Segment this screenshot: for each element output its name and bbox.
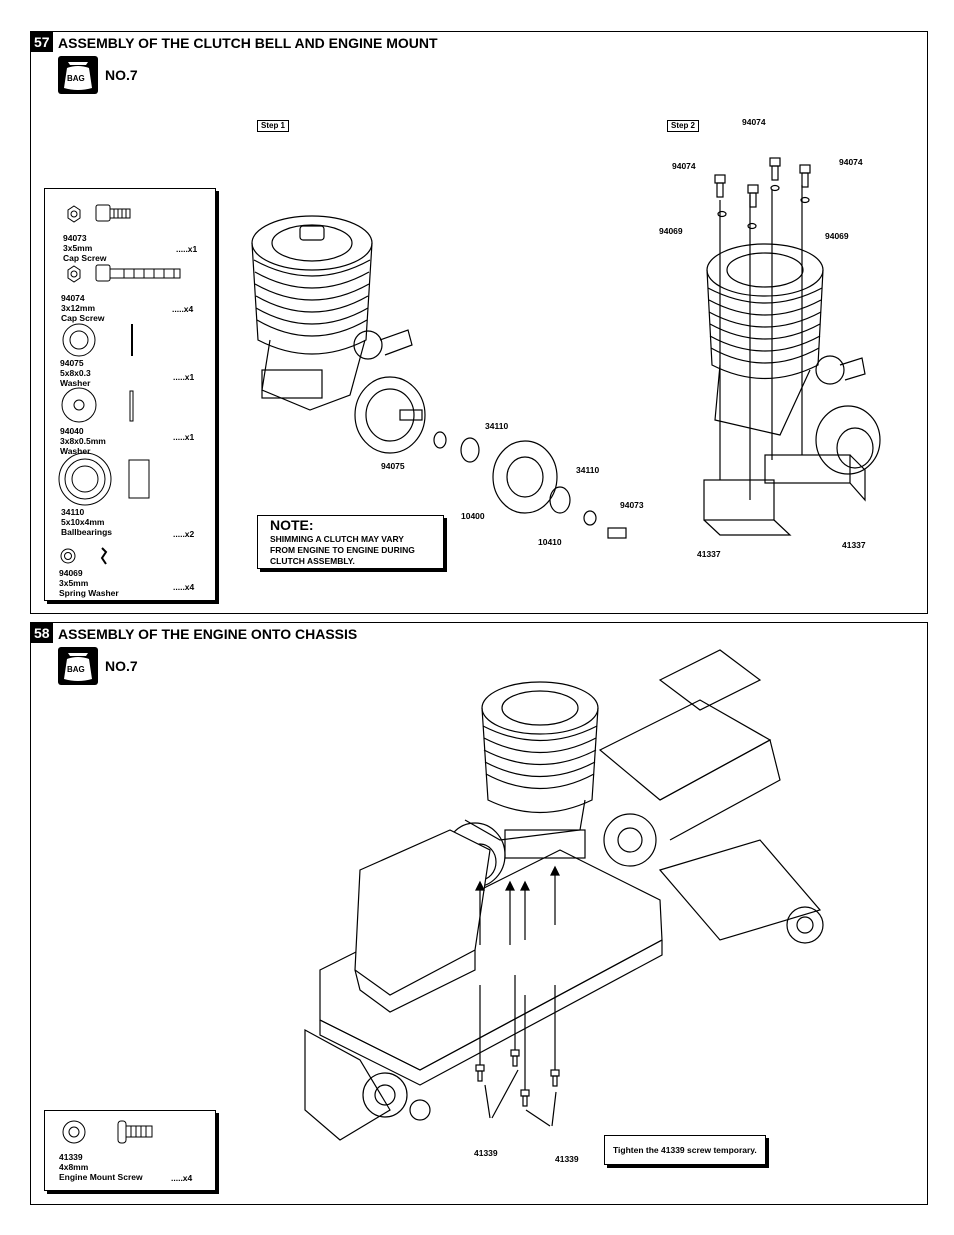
- callout-94075: 94075: [381, 461, 405, 471]
- spring-washer-side-icon: [100, 547, 108, 565]
- short-cap-screw-icon: [95, 204, 131, 222]
- tighten-note: Tighten the 41339 screw temporary.: [604, 1135, 766, 1165]
- bag-label: BAG: [67, 665, 85, 674]
- callout-41339-left: 41339: [474, 1148, 498, 1158]
- parts-list-box: [44, 1110, 216, 1191]
- long-cap-screw-icon: [95, 264, 181, 282]
- step1-engine-illustration: [251, 215, 627, 539]
- part-94069-qty: .....x4: [173, 582, 195, 592]
- callout-10410: 10410: [538, 537, 562, 547]
- engine-mount-screw-icon: [117, 1120, 153, 1144]
- callout-41339-right: 41339: [555, 1154, 579, 1164]
- callout-41337-left: 41337: [697, 549, 721, 559]
- callout-94074-right: 94074: [839, 157, 863, 167]
- part-34110-qty: .....x2: [173, 529, 195, 539]
- step1-tag: Step 1: [257, 120, 290, 132]
- chassis-illustration: [304, 649, 824, 1141]
- callout-34110-top: 34110: [485, 421, 509, 431]
- callout-10400: 10400: [461, 511, 485, 521]
- step-58-number: 58: [31, 623, 53, 643]
- callout-94074-left: 94074: [672, 161, 696, 171]
- part-94075-qty: .....x1: [173, 372, 195, 382]
- washer-icon: [62, 323, 96, 357]
- callout-94073: 94073: [620, 500, 644, 510]
- step2-tag: Step 2: [667, 120, 700, 132]
- callout-94074-top: 94074: [742, 117, 766, 127]
- spring-washer-icon: [60, 548, 76, 564]
- part-94073-qty: .....x1: [176, 244, 198, 254]
- part-94074-qty: .....x4: [172, 304, 194, 314]
- ballbearing-side-icon: [128, 459, 150, 499]
- callout-94069-right: 94069: [825, 231, 849, 241]
- ballbearing-icon: [58, 452, 112, 506]
- callout-94069-left: 94069: [659, 226, 683, 236]
- step2-engine-illustration: [703, 157, 881, 536]
- step-57-number: 57: [31, 32, 53, 52]
- bag-label: BAG: [67, 74, 85, 83]
- washer-icon: [61, 387, 97, 423]
- part-41339-qty: .....x4: [171, 1173, 193, 1183]
- parts-list-icons: [58, 204, 181, 565]
- bag-number: NO.7: [105, 67, 138, 83]
- step-57-title: ASSEMBLY OF THE CLUTCH BELL AND ENGINE M…: [58, 35, 438, 51]
- part-94040-qty: .....x1: [173, 432, 195, 442]
- note-box: [257, 515, 444, 569]
- washer-side-icon: [131, 324, 133, 356]
- bag-icon-graphic: [64, 62, 92, 90]
- washer-side-icon: [129, 390, 134, 422]
- note-heading: NOTE:: [270, 517, 314, 533]
- bag-number: NO.7: [105, 658, 138, 674]
- bag-icon-graphic: [64, 653, 92, 681]
- parts-list-icons: [62, 1120, 153, 1144]
- callout-34110-right: 34110: [576, 465, 600, 475]
- hex-nut-icon: [67, 205, 81, 223]
- hex-nut-icon: [67, 265, 81, 283]
- washer-head-icon: [62, 1120, 86, 1144]
- callout-41337-right: 41337: [842, 540, 866, 550]
- step-58-title: ASSEMBLY OF THE ENGINE ONTO CHASSIS: [58, 626, 358, 642]
